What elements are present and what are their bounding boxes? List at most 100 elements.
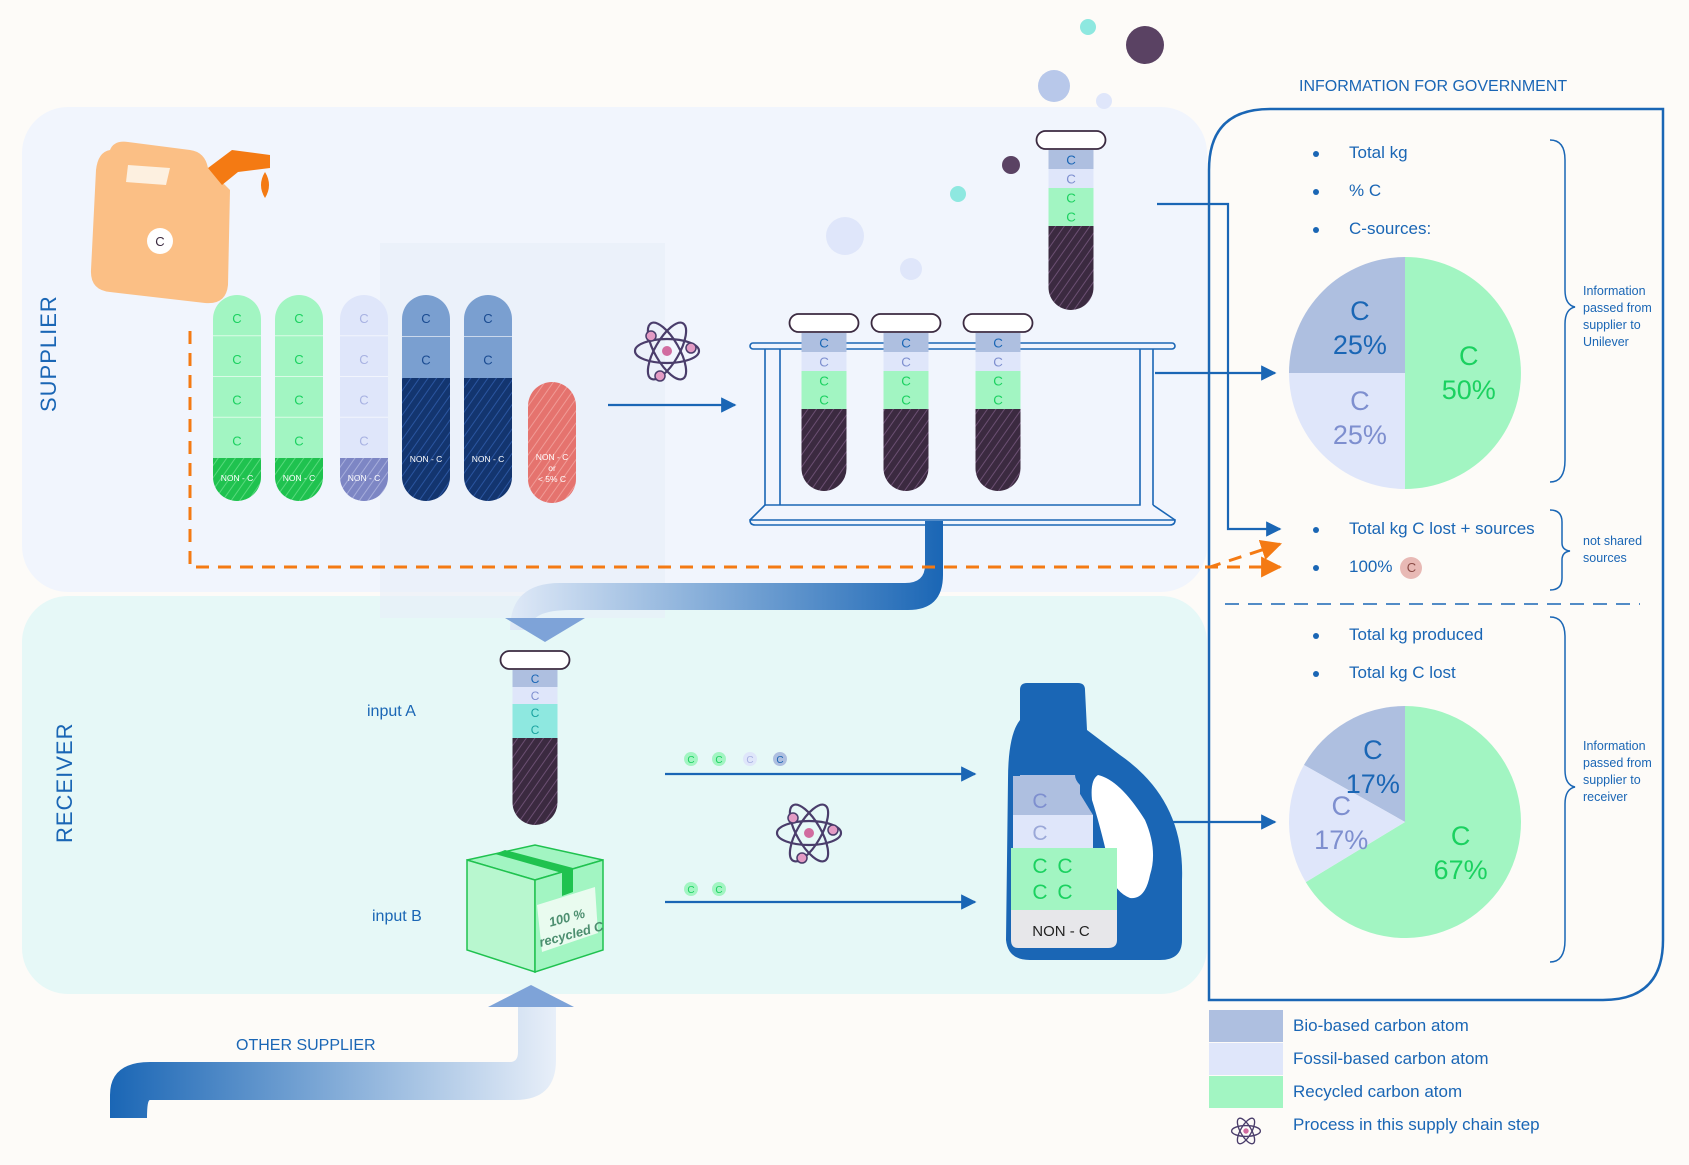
carbon-atom-dot bbox=[684, 882, 698, 896]
tube-c-label: C bbox=[531, 706, 540, 720]
pill-c-label: C bbox=[359, 311, 368, 326]
atom-icon bbox=[633, 321, 701, 382]
legend-swatch bbox=[1209, 1043, 1283, 1075]
pill-c-label: C bbox=[421, 311, 430, 326]
tube-c-label: C bbox=[531, 672, 540, 686]
pill-c-label: C bbox=[294, 393, 303, 408]
flow-arrowhead-a bbox=[505, 618, 585, 642]
tube-c-label: C bbox=[819, 392, 829, 407]
info-title: INFORMATION FOR GOVERNMENT bbox=[1299, 78, 1568, 95]
pie-slice-c: C bbox=[1350, 386, 1370, 417]
pie-chart-bottom bbox=[1289, 706, 1521, 939]
flow-supplier-to-receiver bbox=[510, 521, 943, 630]
feedstock-pill: NON - Cor< 5% C bbox=[528, 382, 576, 503]
pie-slice-percent: 67% bbox=[1433, 855, 1488, 886]
input-b-label: input B bbox=[372, 908, 422, 925]
pill-non-c-label: or bbox=[548, 463, 556, 473]
feedstock-pill: C C NON - C bbox=[464, 295, 512, 501]
bottle-c-bio: C bbox=[1032, 790, 1047, 813]
tube-c-label: C bbox=[993, 392, 1003, 407]
pill-non-c-label: NON - C bbox=[472, 454, 505, 464]
tube-c-label: C bbox=[819, 373, 829, 388]
carbon-atom-dot bbox=[773, 752, 787, 766]
legend-swatch bbox=[1209, 1076, 1283, 1108]
pill-c-label: C bbox=[483, 311, 492, 326]
tube-c-label: C bbox=[819, 335, 829, 350]
pie-slice-percent: 25% bbox=[1332, 420, 1387, 451]
carbon-atom-dot-label: C bbox=[715, 885, 722, 896]
note-bottom: Information passed from supplier to rece… bbox=[1583, 739, 1652, 804]
info-bullet: Total kg bbox=[1305, 134, 1431, 172]
canister-c-label: C bbox=[155, 234, 164, 249]
info-frame bbox=[1207, 107, 1665, 1002]
legend-label: Bio-based carbon atom bbox=[1293, 1016, 1469, 1035]
pie-slice bbox=[1303, 706, 1405, 822]
tube-c-label: C bbox=[993, 354, 1003, 369]
other-supplier-label: OTHER SUPPLIER bbox=[236, 1037, 376, 1054]
brace-bottom bbox=[1549, 616, 1576, 963]
atom-icon bbox=[1230, 1117, 1262, 1145]
receiver-panel bbox=[22, 596, 1207, 994]
detergent-bottle bbox=[1006, 683, 1183, 960]
carbon-atom-dot-label: C bbox=[687, 755, 694, 766]
info-bullet: Total kg C lost bbox=[1305, 654, 1483, 692]
pill-c-label: C bbox=[421, 353, 430, 368]
pie-slice-c: C bbox=[1350, 295, 1370, 326]
carbon-atom-dot-label: C bbox=[715, 755, 722, 766]
pie-slice-percent: 17% bbox=[1314, 824, 1369, 855]
pill-c-label: C bbox=[294, 433, 303, 448]
info-bullet: C-sources: bbox=[1305, 210, 1431, 248]
pie-slice bbox=[1289, 257, 1405, 373]
connector-arrows bbox=[608, 202, 1282, 910]
flow-other-supplier bbox=[110, 1005, 556, 1118]
pill-non-c-label: NON - C bbox=[348, 473, 381, 483]
test-tube-rack bbox=[749, 342, 1176, 526]
pie-slice-c: C bbox=[1450, 821, 1471, 852]
legend-swatch bbox=[1209, 1010, 1283, 1042]
pie-slice-percent: 25% bbox=[1332, 329, 1387, 360]
pill-non-c-label: NON - C bbox=[221, 473, 254, 483]
info-bullet: Total kg C lost + sources bbox=[1305, 510, 1535, 548]
pie-slice-c: C bbox=[1459, 341, 1479, 371]
tube-c-label: C bbox=[901, 392, 911, 407]
pill-c-label: C bbox=[232, 433, 241, 448]
tube-c-label: C bbox=[901, 354, 911, 369]
input-a-label: input A bbox=[367, 703, 416, 720]
tube-c-label: C bbox=[1066, 171, 1076, 186]
carbon-atom-dot-label: C bbox=[746, 755, 753, 766]
pie-slice bbox=[1305, 706, 1521, 939]
note-mid: not shared sources bbox=[1583, 534, 1643, 565]
pill-c-label: C bbox=[232, 311, 241, 326]
pill-c-label: C bbox=[359, 433, 368, 448]
carbon-atom-dot-label: C bbox=[687, 885, 694, 896]
tube-c-label: C bbox=[531, 689, 540, 703]
pill-non-c-label: NON - C bbox=[536, 452, 569, 462]
bottle-c-recycled: C bbox=[1057, 855, 1072, 878]
carbon-atom-dot bbox=[712, 882, 726, 896]
bottle-c-recycled: C bbox=[1032, 855, 1047, 878]
note-top: Information passed from supplier to Unil… bbox=[1583, 284, 1652, 349]
pill-c-label: C bbox=[294, 352, 303, 367]
tube-c-label: C bbox=[901, 373, 911, 388]
pie-slice-c: C bbox=[1363, 734, 1383, 765]
bottle-non-c: NON - C bbox=[1032, 923, 1090, 940]
pill-c-label: C bbox=[483, 353, 492, 368]
